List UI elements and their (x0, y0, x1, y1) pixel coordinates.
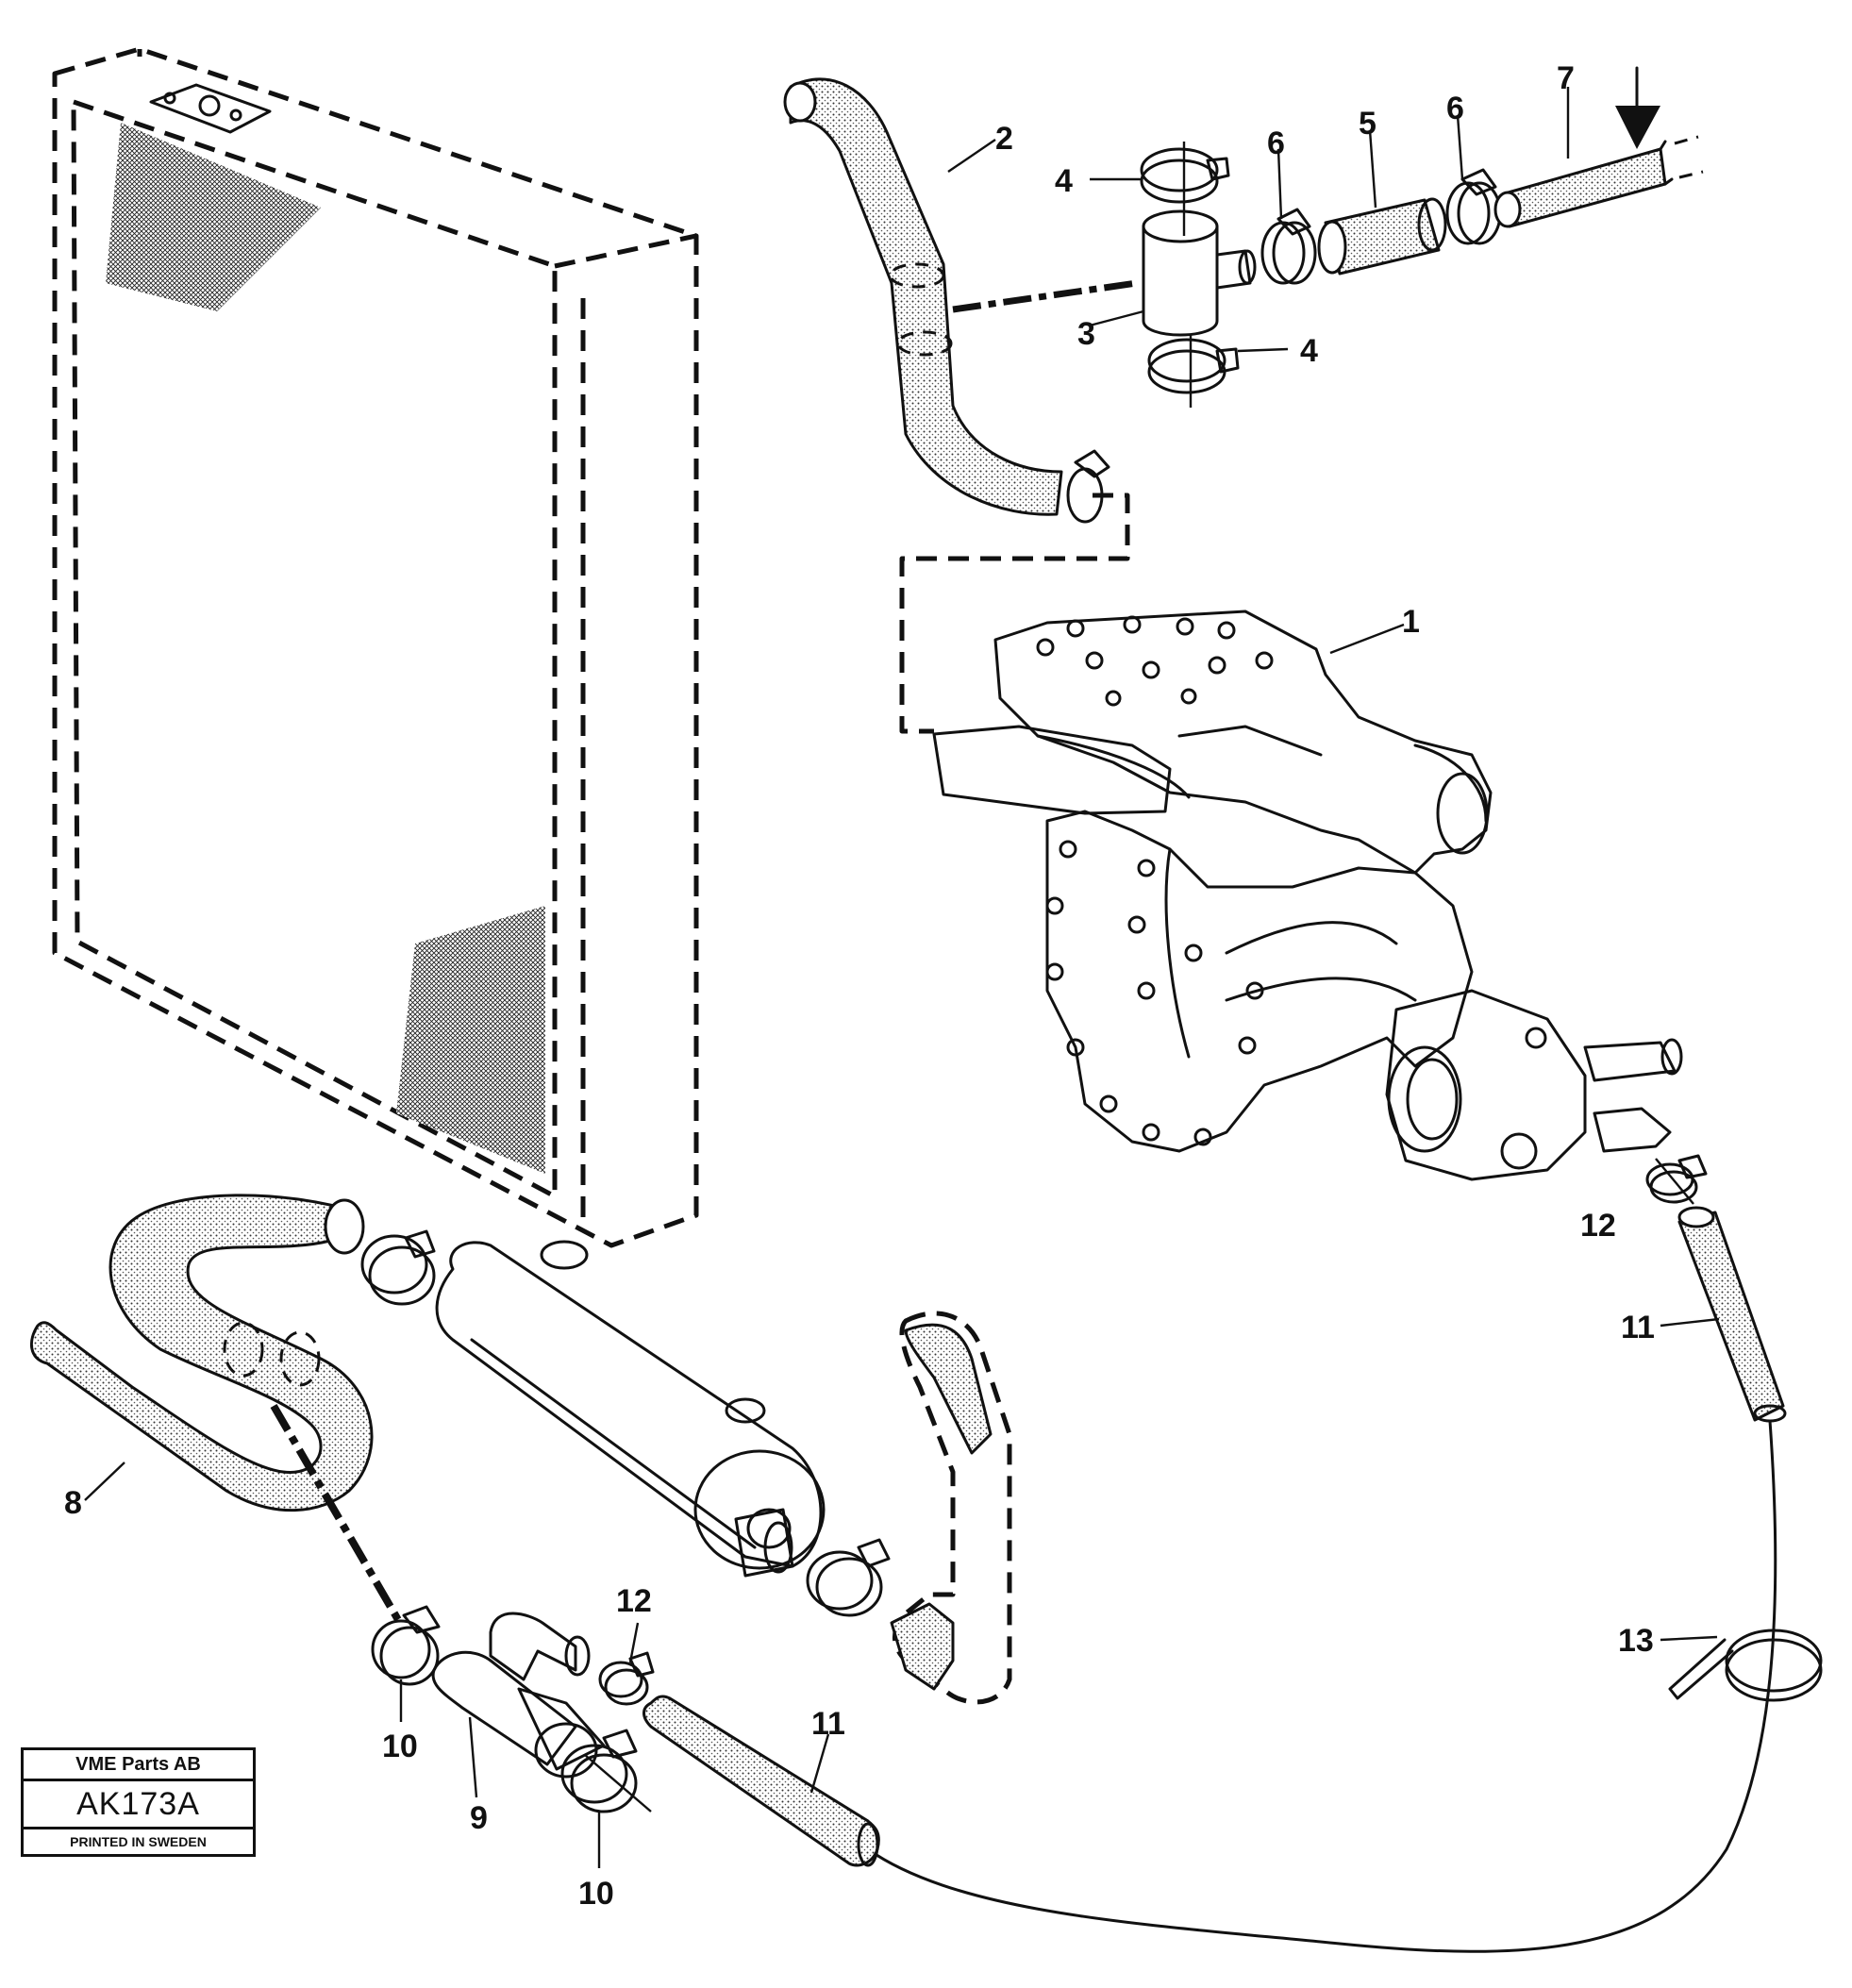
callout-12-lower: 12 (616, 1583, 652, 1619)
callout-5: 5 (1359, 106, 1376, 142)
callout-10-left: 10 (382, 1729, 418, 1764)
coolant-manifold (932, 610, 1493, 875)
callout-10-lower: 10 (578, 1876, 614, 1912)
cable-strap-13 (1668, 1629, 1823, 1702)
hose-clamp-6-left (1260, 208, 1317, 285)
oil-cooler (435, 1240, 826, 1578)
callout-4-lower: 4 (1300, 333, 1318, 369)
hidden-hose-cooler-return (890, 1311, 1012, 1705)
hose-clamp-12-right (1645, 1154, 1708, 1205)
hose-11-lower (642, 1695, 880, 1867)
hose-clamp-cooler-inlet (360, 1229, 436, 1306)
radiator-outline (52, 46, 699, 1248)
hose-clamp-12-left (598, 1651, 655, 1706)
hose-clamp-10-lower (560, 1729, 638, 1813)
hose-clamp-upper (1066, 449, 1110, 524)
assembly-line-hose8 (270, 1403, 405, 1628)
tee-pipe (1142, 209, 1257, 337)
callout-6-right: 6 (1446, 91, 1464, 126)
publisher-stamp: VME Parts AB AK173A PRINTED IN SWEDEN (21, 1747, 256, 1857)
drain-pipe (866, 1419, 1777, 1953)
lower-hose-8 (29, 1194, 374, 1512)
short-hose-5 (1317, 197, 1447, 276)
stamp-code: AK173A (24, 1781, 253, 1829)
callout-4-upper: 4 (1055, 163, 1073, 199)
callout-8: 8 (64, 1485, 82, 1521)
callout-numbers: 1 2 3 4 4 5 6 6 7 8 9 10 10 11 11 12 12 … (64, 60, 1655, 1912)
stamp-printed: PRINTED IN SWEDEN (70, 1834, 207, 1849)
hose-11-right (1677, 1206, 1787, 1423)
callout-6-left: 6 (1267, 125, 1285, 161)
engine-housing (1045, 810, 1683, 1181)
callout-11-right: 11 (1621, 1310, 1655, 1345)
stamp-company: VME Parts AB (24, 1750, 253, 1781)
callout-13: 13 (1618, 1623, 1654, 1659)
callout-12-right: 12 (1580, 1208, 1616, 1244)
hose-clamp-10-left (371, 1605, 441, 1686)
hidden-connection-upper (899, 493, 1130, 734)
upper-hose (783, 77, 1063, 516)
callout-1: 1 (1402, 604, 1420, 640)
hose-clamp-6-right (1445, 168, 1502, 245)
flow-direction-arrow (1615, 66, 1660, 149)
callout-2: 2 (995, 121, 1013, 157)
callout-3: 3 (1077, 316, 1095, 352)
assembly-line-tee (952, 279, 1138, 313)
callout-9: 9 (470, 1800, 488, 1836)
leader-lines (84, 87, 1720, 1868)
callout-7: 7 (1557, 60, 1575, 96)
hose-clamp-4-lower (1147, 335, 1240, 408)
hose-clamp-4-upper (1140, 142, 1230, 236)
callout-11-lower: 11 (811, 1706, 845, 1742)
hose-clamp-cooler-outlet (806, 1538, 891, 1617)
pipe-7 (1493, 135, 1704, 228)
bent-pipe-9 (431, 1612, 652, 1813)
